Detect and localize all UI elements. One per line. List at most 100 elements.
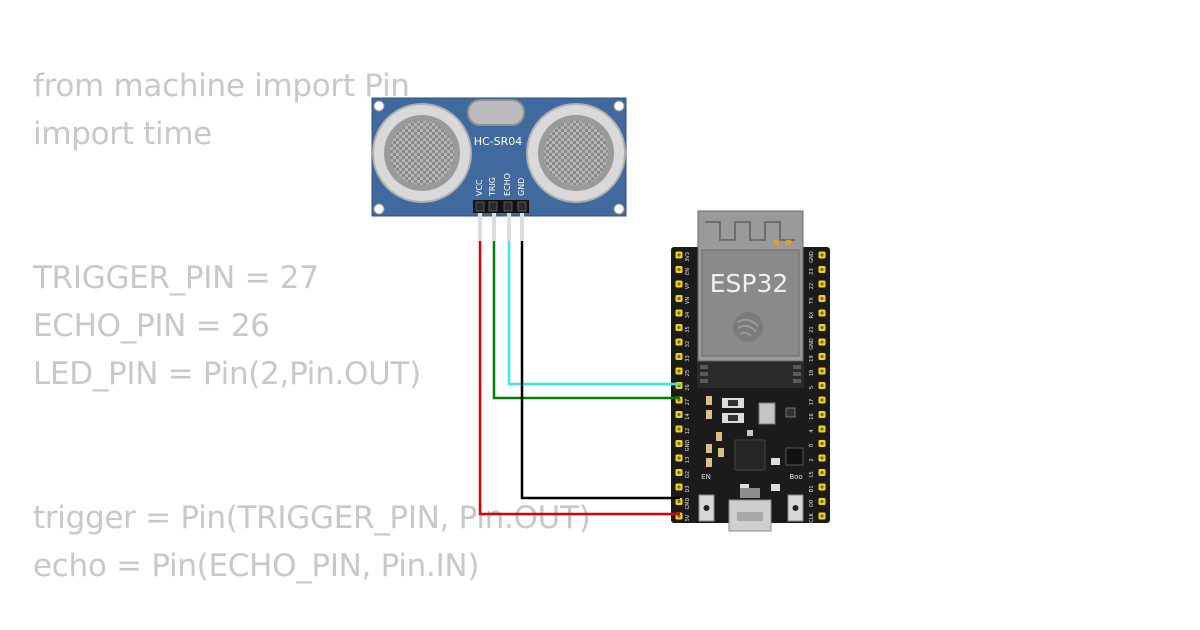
pin-label: CMD: [685, 498, 691, 510]
pin-hole: [820, 253, 824, 257]
sensor-pin-vcc-label: VCC: [475, 179, 484, 196]
pin-hole: [677, 427, 681, 431]
pin-label: 19: [809, 355, 815, 361]
pin-label: VN: [685, 297, 691, 304]
pin-hole: [820, 412, 824, 417]
esp32-board[interactable]: ESP32: [671, 210, 830, 532]
antenna-icon: [705, 221, 795, 241]
pin-label: 35: [685, 326, 691, 332]
pin-label: 21: [809, 326, 815, 332]
pin-label: VP: [685, 283, 691, 289]
pin-label: 18: [809, 370, 815, 376]
pin-label: 12: [685, 428, 691, 434]
pin-hole: [820, 441, 824, 446]
transducer-right-icon: [526, 103, 626, 203]
pin-hole: [677, 253, 681, 257]
pin-label: 13: [685, 457, 691, 463]
pin-label: 26: [685, 384, 691, 390]
pin-hole: [820, 282, 824, 286]
pin-label: 16: [809, 413, 815, 419]
pin-label: 5: [809, 386, 815, 389]
pin-label: GND: [685, 440, 691, 452]
mount-hole-icon: [373, 203, 385, 215]
pin-label: D0: [809, 500, 815, 507]
pin-label: D1: [809, 485, 815, 492]
usb-chip-icon: [734, 439, 766, 471]
smd-components: [706, 396, 804, 491]
board-label: ESP32: [710, 269, 789, 298]
transducer-left-icon: [372, 103, 472, 203]
pin-label: 14: [685, 413, 691, 419]
pin-hole: [820, 340, 824, 344]
pin-label: GND: [809, 338, 815, 350]
pin-hole: [820, 485, 824, 489]
pin-hole: [820, 311, 824, 315]
gnd-wire[interactable]: [520, 213, 680, 500]
espressif-logo-icon: [733, 312, 763, 342]
pin-label: 25: [685, 370, 691, 376]
pin-label: 33: [685, 355, 691, 361]
pin-label: EN: [685, 268, 691, 275]
pin-hole: [820, 354, 824, 359]
mount-hole-icon: [613, 203, 625, 215]
pin-label: TX: [809, 297, 815, 305]
pin-label: D2: [685, 471, 691, 478]
pin-hole: [677, 470, 681, 475]
pin-label: 15: [809, 471, 815, 477]
pin-label: 2: [809, 458, 815, 461]
vcc-wire[interactable]: [478, 213, 680, 516]
pin-hole: [677, 296, 681, 301]
pin-hole: [820, 456, 824, 460]
crystal-icon: [467, 99, 525, 126]
pin-label: 34: [685, 312, 691, 318]
pin-label: CLK: [809, 513, 815, 523]
code-line-3: TRIGGER_PIN = 27: [33, 260, 319, 296]
pin-label: 5V: [685, 514, 691, 521]
pin-hole: [820, 369, 824, 373]
pin-hole: [820, 514, 824, 518]
pin-hole: [820, 470, 824, 475]
code-line-5: LED_PIN = Pin(2,Pin.OUT): [33, 356, 421, 392]
sensor-label: HC-SR04: [474, 135, 523, 148]
pin-label: 3V3: [685, 252, 691, 262]
pin-hole: [820, 296, 824, 301]
code-line-2: import time: [33, 116, 212, 152]
pin-hole: [677, 412, 681, 417]
pin-label: 27: [685, 399, 691, 405]
mount-hole-icon: [373, 100, 385, 112]
boot-button-label: Boo: [789, 473, 802, 481]
code-line-6: trigger = Pin(TRIGGER_PIN, Pin.OUT): [33, 500, 591, 536]
pin-hole: [677, 441, 681, 446]
echo-wire[interactable]: [507, 213, 680, 386]
pin-label: RX: [809, 311, 815, 318]
pin-label: 17: [809, 399, 815, 405]
pin-hole: [820, 499, 824, 504]
hc-sr04-sensor[interactable]: HC-SR04 VCC TRIG ECHO GND: [371, 97, 627, 217]
pin-hole: [820, 325, 824, 330]
pin-header: [473, 200, 529, 213]
pin-hole: [677, 354, 681, 359]
pin-hole: [677, 369, 681, 373]
pin-label: 0: [809, 444, 815, 447]
code-line-7: echo = Pin(ECHO_PIN, Pin.IN): [33, 548, 480, 584]
pin-label: 4: [809, 429, 815, 432]
en-button-label: EN: [701, 473, 711, 481]
pin-hole: [677, 325, 681, 330]
pin-hole: [677, 499, 681, 504]
sensor-pin-echo-label: ECHO: [503, 173, 512, 196]
mount-hole-icon: [613, 100, 625, 112]
pin-hole: [677, 340, 681, 344]
pin-hole: [820, 427, 824, 431]
trig-wire[interactable]: [492, 213, 680, 400]
code-line-1: from machine import Pin: [33, 68, 410, 104]
pin-hole: [820, 383, 824, 388]
pin-hole: [677, 282, 681, 286]
pin-label: GND: [809, 251, 815, 263]
pin-label: 22: [809, 283, 815, 289]
code-line-4: ECHO_PIN = 26: [33, 308, 270, 344]
pin-hole: [820, 267, 824, 272]
pin-hole: [677, 267, 681, 272]
pin-label: 32: [685, 341, 691, 347]
